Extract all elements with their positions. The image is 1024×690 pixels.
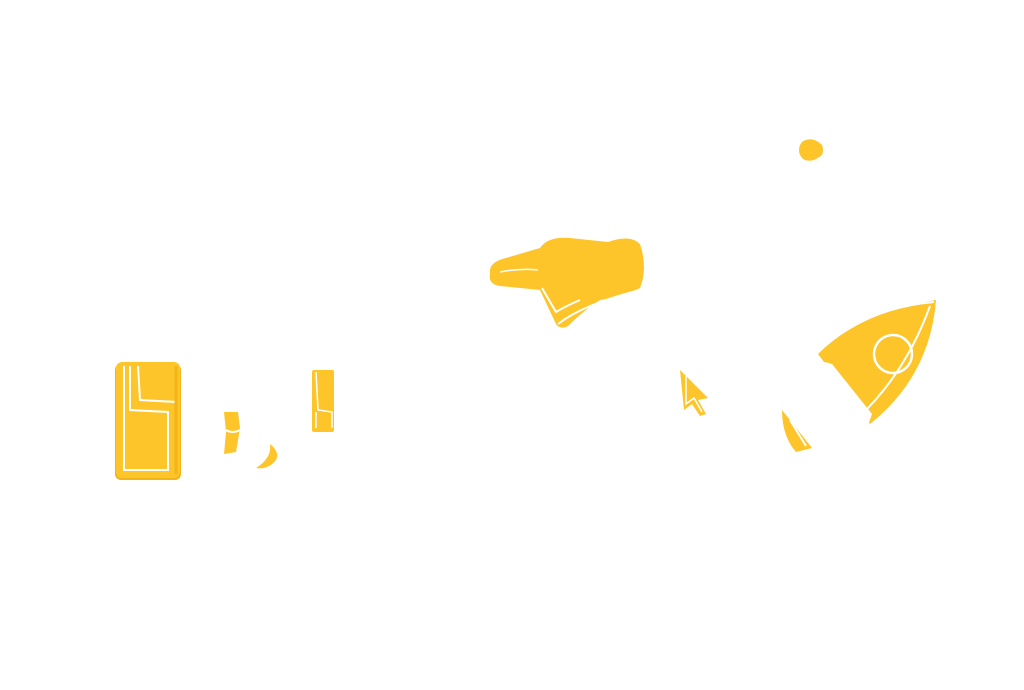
phone-icon	[115, 362, 181, 480]
brush-icon	[224, 412, 241, 454]
curved-stroke-icon	[256, 444, 278, 469]
planet-dot-icon	[799, 137, 823, 163]
rocket-icon	[768, 300, 936, 464]
small-phone-icon	[312, 370, 334, 432]
cursor-arrow-icon	[680, 370, 708, 416]
pointing-hand-icon	[489, 237, 644, 328]
